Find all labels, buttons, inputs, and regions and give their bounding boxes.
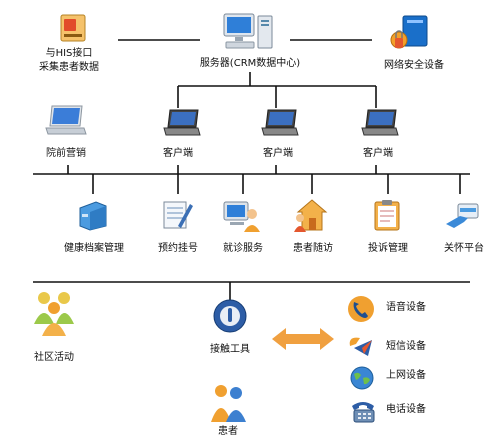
device-label: 短信设备 — [386, 341, 426, 352]
device-label: 语音设备 — [386, 302, 426, 313]
security-label: 网络安全设备 — [384, 60, 444, 71]
his-label-line1: 与HIS接口 — [45, 48, 93, 59]
globe-icon — [348, 365, 376, 391]
laptop-icon — [44, 104, 88, 138]
people-group-icon — [30, 290, 80, 336]
client-label: 客户端 — [263, 148, 293, 159]
module-label: 就诊服务 — [223, 243, 263, 254]
server-computer-icon — [222, 12, 274, 52]
patient-label: 患者 — [218, 426, 238, 437]
module-label: 投诉管理 — [368, 243, 408, 254]
his-label-line2: 采集患者数据 — [39, 62, 99, 73]
contact-tool-label: 接触工具 — [210, 344, 250, 355]
sms-icon — [346, 334, 376, 360]
client-label: 客户端 — [163, 148, 193, 159]
contact-tool-icon — [212, 298, 248, 334]
notepad-pen-icon — [160, 198, 194, 232]
server-label: 服务器(CRM数据中心) — [199, 58, 301, 69]
client-label: 客户端 — [363, 148, 393, 159]
patient-people-icon — [208, 384, 248, 422]
doctor-computer-icon — [222, 200, 262, 232]
module-label: 患者随访 — [293, 243, 333, 254]
module-label: 健康档案管理 — [64, 243, 124, 254]
his-card-icon — [60, 14, 86, 42]
device-label: 上网设备 — [386, 370, 426, 381]
security-lock-icon — [387, 14, 431, 54]
laptop-icon — [260, 108, 300, 138]
phone-voice-icon — [346, 294, 376, 324]
bidirectional-arrow — [272, 328, 334, 350]
device-label: 电话设备 — [386, 404, 426, 415]
community-label: 社区活动 — [34, 352, 74, 363]
telephone-icon — [348, 396, 378, 424]
laptop-label: 院前营销 — [46, 148, 86, 159]
house-person-icon — [292, 198, 330, 232]
hand-card-icon — [444, 202, 480, 230]
module-label: 关怀平台 — [444, 243, 484, 254]
laptop-icon — [162, 108, 202, 138]
clipboard-icon — [370, 198, 404, 232]
file-cabinet-icon — [76, 200, 110, 232]
module-label: 预约挂号 — [158, 243, 198, 254]
laptop-icon — [360, 108, 400, 138]
